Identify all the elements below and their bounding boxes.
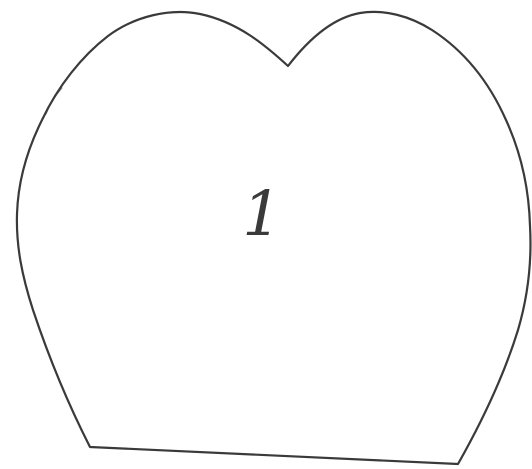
sketch-stroke-left: [46, 88, 62, 114]
piece-number-label: 1: [242, 177, 281, 250]
